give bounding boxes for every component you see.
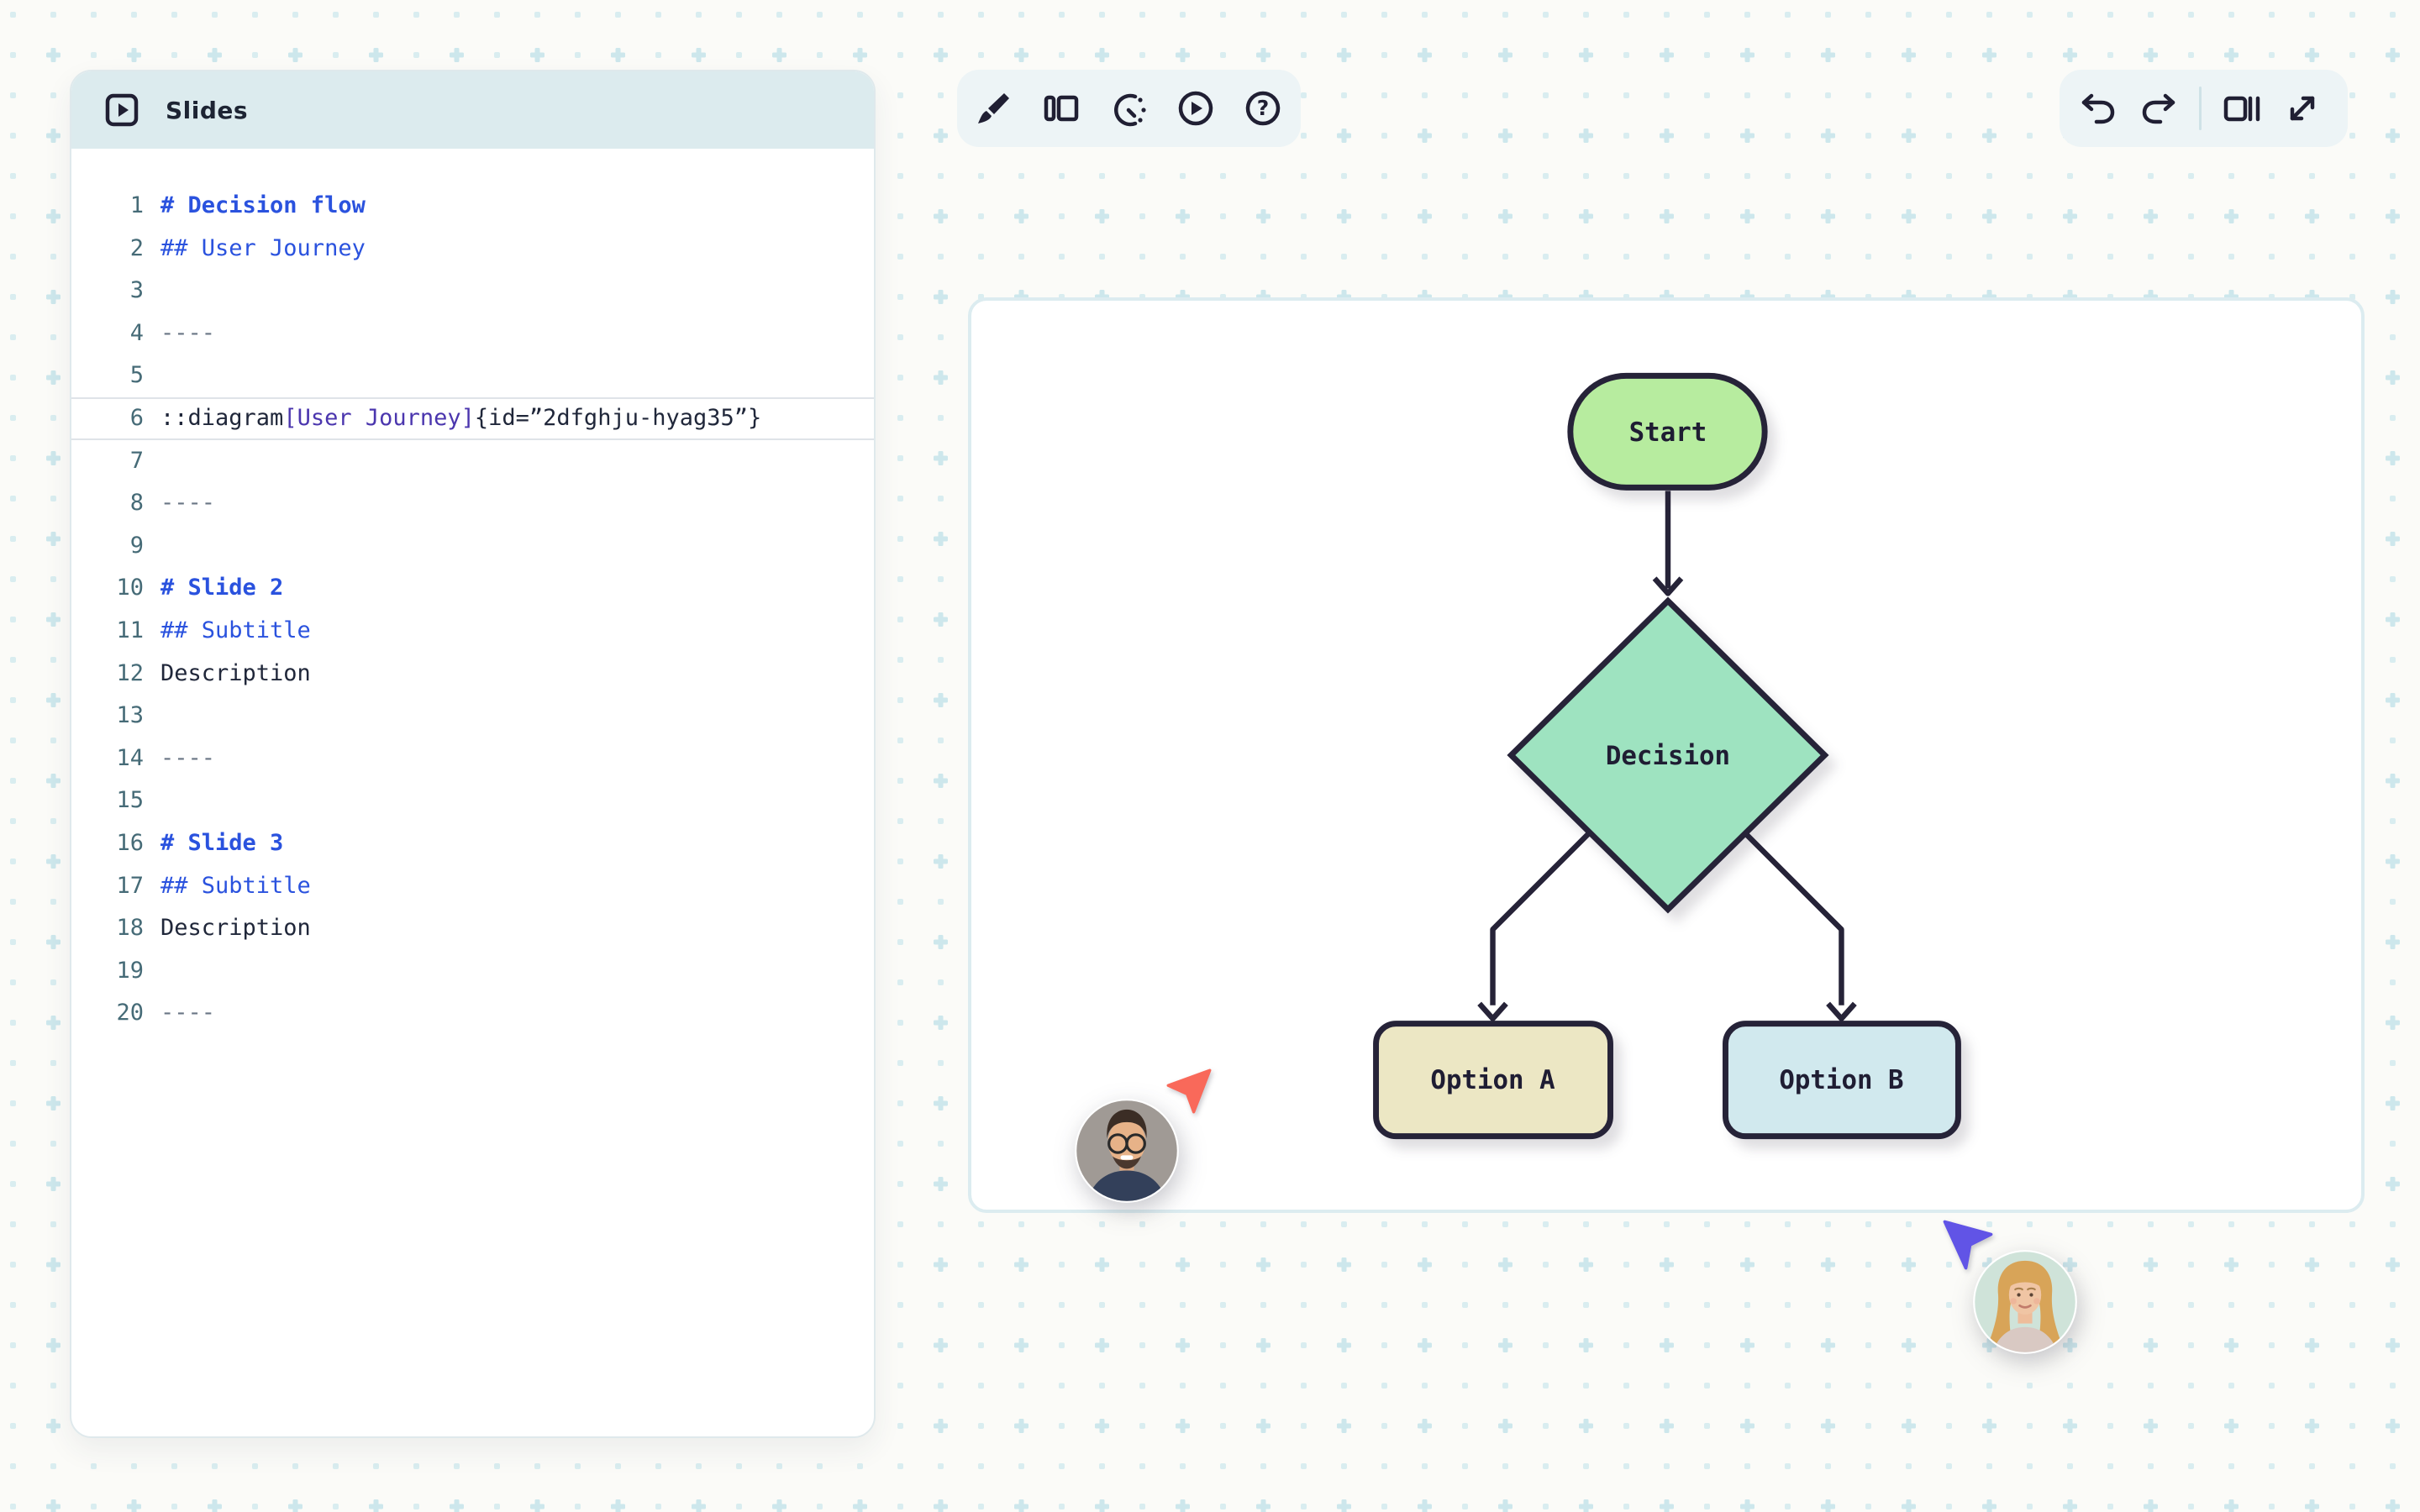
line-content: # Slide 2 [160,575,284,601]
code-line-15[interactable]: 15 [71,780,874,822]
slides-editor-panel: Slides 1 # Decision flow 2 ## User Journey 3… [70,70,876,1438]
diagram-node-decision[interactable]: Decision [1507,596,1829,914]
diagram-node-start[interactable]: Start [1567,372,1768,491]
side-panel-toggle-button[interactable] [2222,88,2262,129]
code-line-7[interactable]: 7 [71,440,874,483]
code-line-18[interactable]: 18 Description [71,907,874,950]
slide-canvas[interactable]: Start Decision Option A Option B [968,297,2365,1213]
line-number: 20 [116,1000,144,1026]
diagram-node-option-a[interactable]: Option A [1373,1021,1613,1140]
line-number: 9 [129,532,144,559]
code-line-17[interactable]: 17 ## Subtitle [71,865,874,908]
line-content: ## User Journey [160,234,366,261]
line-number: 13 [116,702,144,729]
code-line-5[interactable]: 5 [71,354,874,397]
line-number: 5 [129,362,144,389]
code-editor[interactable]: 1 # Decision flow 2 ## User Journey 3 4 ---- 5 6… [71,149,874,1436]
redo-icon [2142,93,2175,124]
avatar-woman [1973,1250,2077,1354]
timer-icon [1114,93,1146,127]
code-line-16[interactable]: 16 # Slide 3 [71,822,874,865]
code-line-10[interactable]: 10 # Slide 2 [71,567,874,610]
play-circle-icon [1178,91,1213,126]
code-line-1[interactable]: 1 # Decision flow [71,185,874,228]
code-line-3[interactable]: 3 [71,270,874,312]
expand-icon [2290,96,2315,121]
code-line-14[interactable]: 14 ---- [71,738,874,780]
line-number: 2 [129,234,144,261]
line-number: 3 [129,277,144,304]
cursor-coral [1166,1068,1212,1114]
redo-button[interactable] [2139,88,2179,129]
timer-button[interactable] [1108,88,1149,129]
line-number: 16 [116,829,144,856]
svg-text:Decision: Decision [1606,741,1730,771]
line-number: 11 [116,617,144,643]
code-line-20[interactable]: 20 ---- [71,992,874,1035]
diagram-node-option-b[interactable]: Option B [1723,1021,1961,1140]
diagram-edges [1477,491,1857,1021]
line-content: # Slide 3 [160,829,284,856]
line-content: ::diagram[User Journey]{id=”2dfghju-hyag… [160,404,762,431]
line-number: 12 [116,659,144,686]
sidebar-panel-icon [2223,96,2260,122]
brush-icon [978,93,1009,123]
code-line-9[interactable]: 9 [71,525,874,568]
code-line-8[interactable]: 8 ---- [71,482,874,525]
line-number: 19 [116,957,144,984]
history-view-toolbar [2060,70,2348,147]
line-content: Description [160,915,311,942]
line-number: 14 [116,744,144,771]
undo-button[interactable] [2078,88,2118,129]
line-number: 10 [116,575,144,601]
line-number: 17 [116,872,144,899]
code-line-6[interactable]: 6::diagram[User Journey]{id=”2dfghju-hya… [71,396,874,440]
svg-text:?: ? [1257,96,1270,120]
canvas-toolbar: ? [957,70,1301,147]
line-number: 8 [129,490,144,517]
avatar-man [1075,1099,1179,1203]
code-lines: 1 # Decision flow 2 ## User Journey 3 4 ---- 5 6… [71,185,874,1035]
line-content: # Decision flow [160,192,366,218]
line-number: 6 [129,404,144,431]
svg-text:Start: Start [1629,417,1707,448]
line-number: 7 [129,447,144,474]
play-square-icon [105,93,139,127]
code-line-4[interactable]: 4 ---- [71,312,874,355]
line-content: ---- [160,319,216,346]
brush-tool-button[interactable] [974,88,1014,129]
line-content: ## Subtitle [160,872,311,899]
code-line-19[interactable]: 19 [71,950,874,993]
line-number: 1 [129,192,144,218]
line-content: Description [160,659,311,686]
line-content: ## Subtitle [160,617,311,643]
help-circle-icon: ? [1245,91,1281,126]
code-line-11[interactable]: 11 ## Subtitle [71,610,874,653]
line-number: 4 [129,319,144,346]
line-number: 18 [116,915,144,942]
present-play-button[interactable] [1176,88,1216,129]
line-content: ---- [160,1000,216,1026]
code-line-2[interactable]: 2 ## User Journey [71,228,874,270]
fullscreen-button[interactable] [2282,88,2323,129]
split-view-icon [1044,95,1079,122]
split-view-button[interactable] [1041,88,1081,129]
svg-text:Option B: Option B [1779,1065,1903,1095]
cursor-purple [1943,1220,1993,1270]
line-number: 15 [116,787,144,814]
code-line-13[interactable]: 13 [71,695,874,738]
slides-editor-header: Slides [71,71,874,149]
panel-title: Slides [166,96,249,124]
svg-text:Option A: Option A [1430,1065,1555,1095]
flow-diagram: Start Decision Option A Option B [1373,372,1961,1140]
line-content: ---- [160,744,216,771]
line-content: ---- [160,490,216,517]
help-button[interactable]: ? [1243,88,1283,129]
code-line-12[interactable]: 12 Description [71,653,874,696]
toolbar-divider [2199,87,2202,130]
undo-icon [2081,93,2115,124]
